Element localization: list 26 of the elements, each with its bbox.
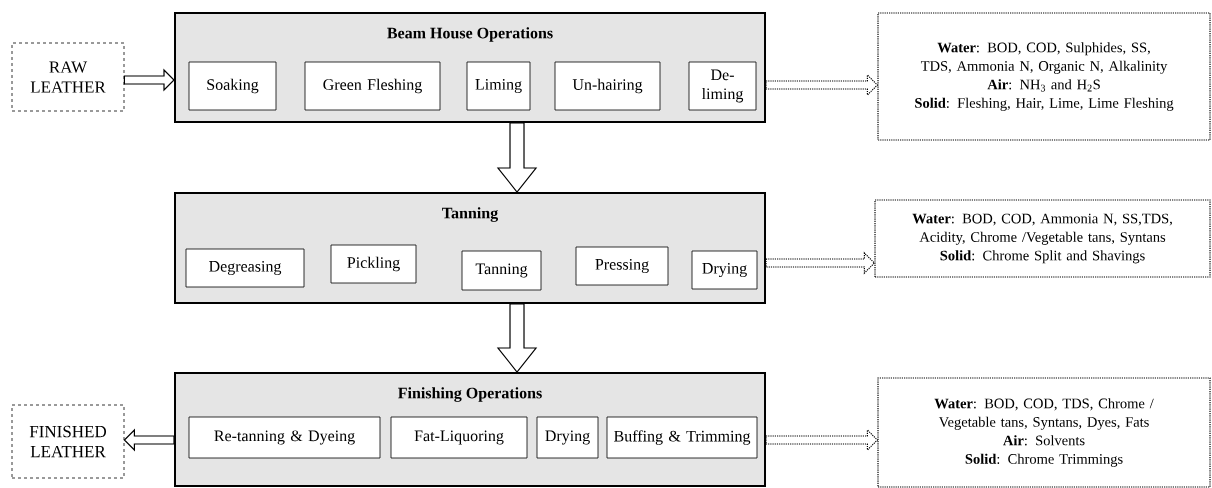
step-box: Re-tanning & Dyeing xyxy=(188,416,381,459)
step-box: De-liming xyxy=(688,61,757,111)
arrow xyxy=(765,73,879,97)
waste-box: Water: BOD, COD, Sulphides, SS, TDS, Ammonia N, Organic N, Alkalinity Air: NH$_{3}$ and H$_{2}$S Solid: Fleshing, Hair, Lime, Lime Fleshing xyxy=(877,12,1211,141)
arrow xyxy=(765,428,879,452)
step-box: Pickling xyxy=(330,244,417,284)
material-box: FINISHED LEATHER xyxy=(11,404,125,479)
arrow xyxy=(496,122,538,193)
step-box: Degreasing xyxy=(185,248,305,288)
step-box: Green Fleshing xyxy=(304,61,441,111)
step-box: Soaking xyxy=(188,61,277,111)
step-box: Drying xyxy=(691,250,758,290)
waste-box: Water: BOD, COD, Ammonia N, SS,TDS, Acidity, Chrome /Vegetable tans, Syntans Solid: Chrome Split and Shavings xyxy=(874,199,1211,278)
step-box: Liming xyxy=(466,61,531,111)
arrow xyxy=(765,251,876,275)
arrow xyxy=(496,303,538,373)
step-box: Pressing xyxy=(575,246,669,286)
arrow xyxy=(123,68,175,92)
step-box: Fat-Liquoring xyxy=(390,416,528,459)
step-box: Buffing & Trimming xyxy=(606,416,758,459)
step-box: Drying xyxy=(536,416,599,459)
material-box: RAW LEATHER xyxy=(11,42,125,112)
step-box: Tanning xyxy=(461,250,542,291)
step-box: Un-hairing xyxy=(554,61,661,111)
waste-box: Water: BOD, COD, TDS, Chrome / Vegetable tans, Syntans, Dyes, Fats Air: Solvents Solid: Chrome Trimmings xyxy=(877,377,1211,488)
arrow xyxy=(123,428,175,452)
